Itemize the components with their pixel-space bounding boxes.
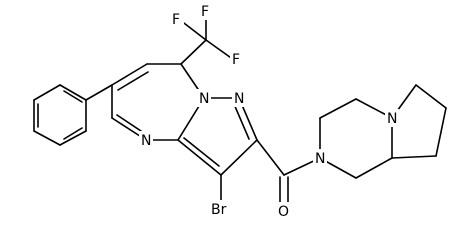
atom-label-o: O: [278, 204, 289, 220]
bond-pyr-1: [111, 63, 148, 86]
atom-labels: F F F N N N Br O N N: [141, 4, 397, 220]
bond-pz-2-inner: [233, 103, 250, 140]
bond-phenyl-3: [59, 130, 87, 146]
atom-label-n-bicyclic: N: [387, 111, 397, 127]
bond-pyrr-4: [391, 155, 437, 159]
atom-masks: [139, 2, 399, 220]
bond-phenyl-inner-2: [63, 90, 83, 103]
bond-phenyl-pyrimidine: [85, 84, 113, 101]
bond-c-cf3: [180, 39, 207, 65]
bond-pyr-6-inner: [116, 114, 145, 134]
bond-pz-4-inner: [183, 137, 220, 167]
atom-label-n-bridge: N: [199, 91, 209, 107]
bond-pip-5: [355, 157, 393, 179]
bond-phenyl-6: [33, 84, 61, 101]
atom-label-br: Br: [211, 202, 227, 218]
atom-label-f-top: F: [201, 4, 209, 20]
bond-cf3-f-right: [205, 39, 235, 61]
bonds: [33, 13, 447, 206]
bond-pyr-1-inner: [117, 71, 149, 91]
bond-cf3-f-left: [179, 19, 207, 41]
bond-pip-2: [319, 98, 357, 119]
bond-pyrr-3: [435, 107, 447, 157]
bond-phenyl-4: [33, 130, 61, 146]
bond-pyrr-2: [415, 84, 447, 109]
atom-label-f-right: F: [232, 52, 240, 68]
bond-c-carbonyl: [256, 139, 285, 176]
atom-label-n-pyrazole: N: [234, 91, 244, 107]
bond-pz-4: [177, 139, 222, 176]
bond-phenyl-inner-3: [63, 127, 83, 140]
atom-label-f-left: F: [172, 12, 180, 28]
bond-pz-3: [220, 139, 258, 176]
atom-label-n-pyrimidine: N: [141, 133, 151, 149]
atom-label-n-amide: N: [315, 151, 325, 167]
molecule-structure: F F F N N N Br O N N: [33, 2, 447, 220]
bond-phenyl-1: [59, 84, 87, 101]
